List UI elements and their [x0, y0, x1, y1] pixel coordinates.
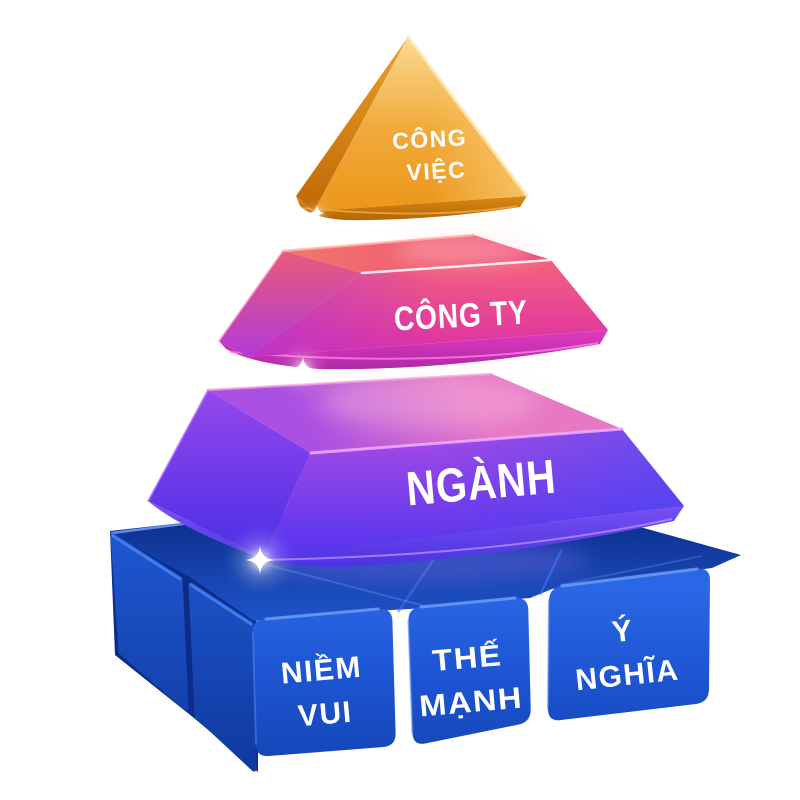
cong-viec-rim-glow-line [302, 205, 518, 215]
block-the-manh-top-bevel [419, 596, 517, 609]
nganh-label: NGÀNH [404, 450, 558, 517]
nganh-rim-glow-line [257, 518, 673, 561]
block-niem-vui-left-bevel [252, 633, 257, 745]
cong-ty-rim-glow-line [229, 342, 599, 360]
cong-ty-top-front-edge-highlight [360, 258, 553, 275]
cong-viec-rim [296, 196, 527, 221]
cong-ty-left-edge-highlight [218, 250, 284, 342]
sparkle-icon [240, 540, 280, 580]
nganh-left-edge-highlight [147, 389, 209, 502]
block-y-nghia-top-bevel [560, 567, 699, 588]
cong-viec-left-face [296, 37, 408, 211]
wall-face-1-bevel [111, 534, 182, 581]
level-nganh: NGÀNH [147, 372, 684, 582]
sparkle-icon [289, 355, 317, 383]
block-y-nghia-face [548, 568, 710, 721]
sparkle-icon [309, 205, 325, 221]
block-the-manh-label-line-1: THẾ [431, 638, 504, 678]
block-niem-vui-top-bevel [264, 607, 380, 621]
nganh-left-face [148, 390, 311, 556]
level-cong-ty: CÔNG TY [218, 233, 608, 383]
nganh-top-front-edge-highlight [309, 427, 624, 455]
nganh-top-back-edge-highlight [206, 372, 494, 392]
cong-viec-front-face-right-sheen [314, 37, 527, 211]
block-the-manh-left-bevel [407, 620, 414, 734]
nganh-front-face-blue-tint [263, 429, 684, 556]
cong-ty-left-face [219, 251, 362, 357]
block-niem-vui-label-line-1: NIỀM [280, 650, 364, 691]
block-niem-vui-label-line-2: VUI [297, 696, 354, 734]
cong-ty-rim [219, 330, 608, 370]
nganh-top-highlight [320, 376, 540, 428]
cong-ty-label: CÔNG TY [393, 293, 529, 339]
wall-face-2-bevel [189, 583, 253, 626]
level-cong-viec: CÔNG VIỆC [296, 35, 529, 221]
cong-viec-label-line-2: VIỆC [406, 155, 467, 185]
cong-ty-top-highlight [395, 236, 535, 264]
base-block-fronts: NIỀM VUI THẾ MẠNH Ý NGHĨA [252, 567, 710, 757]
cong-viec-label-line-1: CÔNG [391, 123, 467, 154]
cong-ty-front-face-purple-tint [249, 260, 608, 357]
block-y-nghia-label-line-1: Ý [610, 613, 635, 649]
cong-ty-top-back-edge-highlight [281, 233, 476, 253]
block-the-manh-face [408, 598, 531, 744]
block-niem-vui-face [252, 609, 396, 757]
cong-viec-right-edge-highlight [406, 35, 529, 198]
deck-light-streak-2 [559, 555, 703, 586]
block-y-nghia-left-bevel [547, 600, 550, 710]
